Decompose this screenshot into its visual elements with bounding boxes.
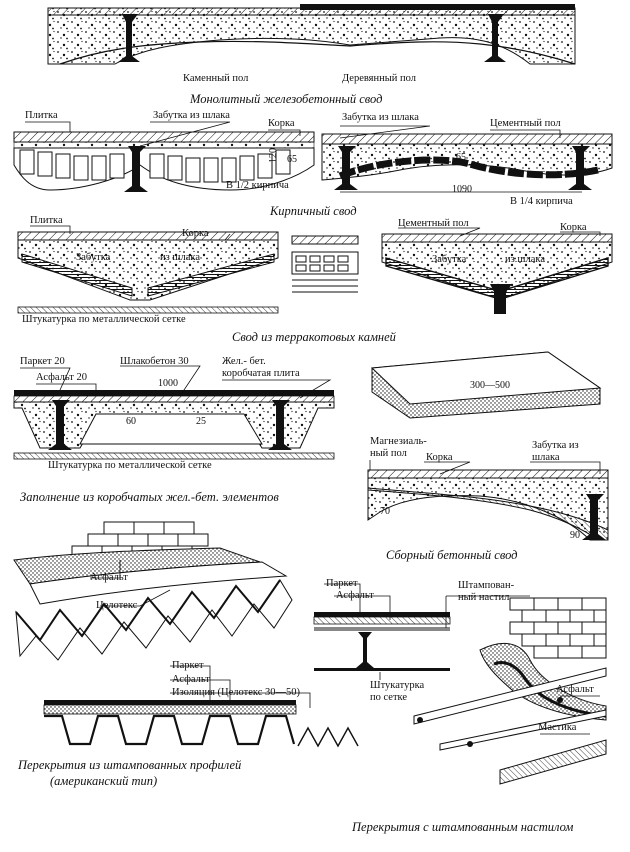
label-insulation: Изоляция (Целотекс 30—50): [172, 687, 301, 698]
section-stamped-deck: [297, 597, 607, 785]
dim-70: 70: [380, 506, 390, 517]
label-wood-floor: Деревянный пол: [342, 73, 417, 84]
dim-60: 60: [126, 416, 136, 427]
label-rc-line2: коробчатая плита: [222, 368, 300, 379]
label-half-brick: В 1/2 кирпича: [226, 180, 289, 191]
label-asphalt-profile: Асфальт: [90, 572, 128, 583]
label-stamped-deck-2: ный настил: [458, 592, 510, 603]
label-slag-fill-right: Забутка из шлака: [342, 112, 419, 123]
dim-90: 90: [570, 530, 580, 541]
label-parquet-20: Паркет 20: [20, 356, 65, 367]
label-plaster-mesh: Штукатурка по металлической сетке: [22, 314, 186, 325]
label-stone-floor: Каменный пол: [183, 73, 249, 84]
label-asphalt-deck: Асфальт: [336, 590, 374, 601]
label-cement-floor: Цементный пол: [490, 118, 561, 129]
label-crust-terracotta: Корка: [182, 228, 209, 239]
label-quarter-brick: В 1/4 кирпича: [510, 196, 573, 207]
label-tile: Плитка: [25, 110, 58, 121]
dim-1090: 1090: [452, 184, 472, 195]
label-cement-floor-terracotta: Цементный пол: [398, 218, 469, 229]
dim-25: 25: [196, 416, 206, 427]
caption-brick-vault: Кирпичный свод: [270, 204, 357, 218]
dim-300-500: 300—500: [470, 380, 510, 391]
label-magnesia-1: Магнезиаль-: [370, 436, 427, 447]
caption-stamped-profiles-2: (американский тип): [50, 774, 158, 788]
label-mastic: Мастика: [538, 722, 577, 733]
section-precast-vault: [367, 351, 609, 541]
label-fill-precast-2: шлака: [532, 452, 560, 463]
dim-120: 120: [268, 148, 279, 163]
label-crust-right: Корка: [560, 222, 587, 233]
label-slag-concrete-30: Шлакобетон 30: [120, 356, 189, 367]
caption-precast-vault: Сборный бетонный свод: [386, 548, 518, 562]
label-stamped-deck-1: Штампован-: [458, 580, 515, 591]
label-magnesia-2: ный пол: [370, 448, 407, 459]
label-rc-line1: Жел.- бет.: [222, 356, 266, 367]
label-crust: Корка: [268, 118, 295, 129]
section-monolithic-vault: [47, 4, 576, 65]
label-fill-precast-1: Забутка из: [532, 440, 579, 451]
label-plaster-box: Штукатурка по металлической сетке: [48, 460, 212, 471]
label-asphalt-profile-2: Асфальт: [172, 674, 210, 685]
label-parquet-deck: Паркет: [326, 578, 358, 589]
label-fill-b-right: из шлака: [505, 254, 545, 265]
label-parquet-profile: Паркет: [172, 660, 204, 671]
section-stamped-profiles: [13, 521, 297, 746]
label-fill-a: Забутка: [76, 252, 111, 263]
section-brick-vault: [13, 131, 613, 193]
label-crust-precast: Корка: [426, 452, 453, 463]
caption-terracotta-vault: Свод из терракотовых камней: [232, 330, 396, 344]
label-slag-fill: Забутка из шлака: [153, 110, 230, 121]
section-box-elements: [13, 390, 335, 460]
caption-monolithic-vault: Монолитный железобетонный свод: [190, 92, 383, 106]
dim-65-left: 65: [287, 154, 297, 165]
label-fill-b: из шлака: [160, 252, 200, 263]
leader-lines: [20, 121, 601, 735]
label-fill-a-right: Забутка: [432, 254, 467, 265]
caption-stamped-deck: Перекрытия с штампованным настилом: [352, 820, 574, 834]
label-asphalt-20: Асфальт 20: [36, 372, 88, 383]
label-tile-terracotta: Плитка: [30, 215, 63, 226]
label-plaster-1: Штукатурка: [370, 680, 425, 691]
dim-1000: 1000: [158, 378, 178, 389]
label-celotex: Целотекс: [96, 600, 138, 611]
label-plaster-2: по сетке: [370, 692, 408, 703]
dim-65-right: 65: [456, 152, 466, 163]
caption-box-elements: Заполнение из коробчатых жел.-бет. элеме…: [20, 490, 279, 504]
caption-stamped-profiles-1: Перекрытия из штампованных профилей: [18, 758, 242, 772]
section-terracotta-vault: [17, 231, 613, 314]
label-asphalt-deck-2: Асфальт: [556, 684, 594, 695]
